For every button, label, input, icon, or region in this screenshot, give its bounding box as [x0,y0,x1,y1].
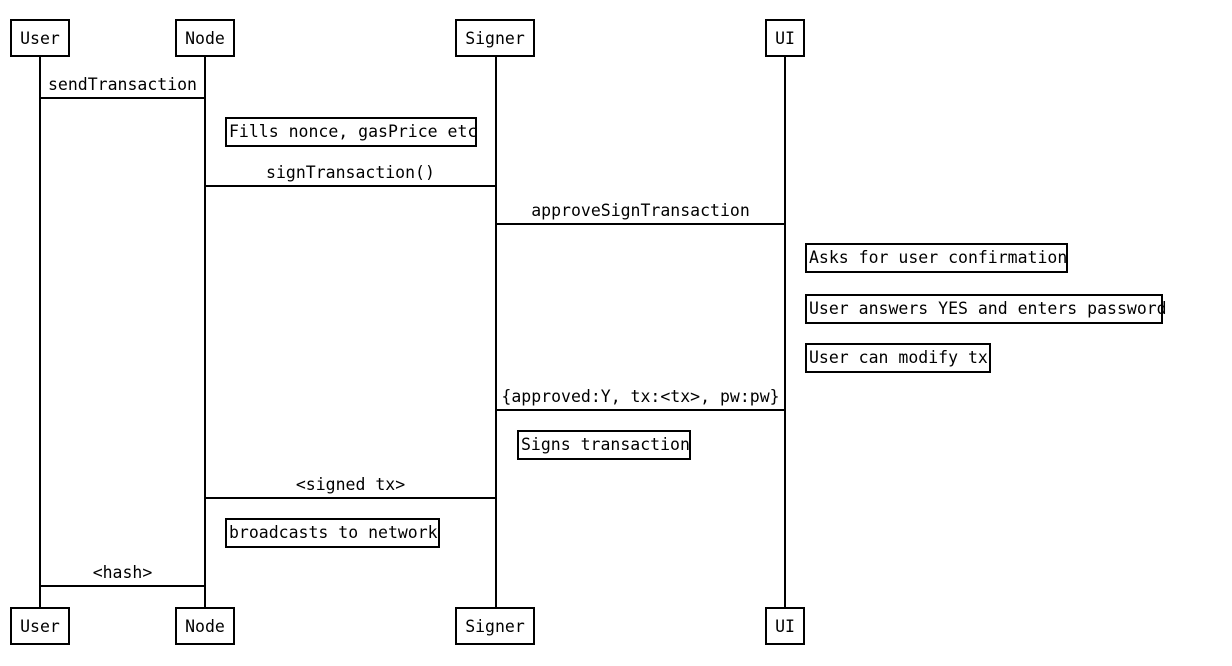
note-signs-transaction: Signs transaction [517,430,691,460]
note-asks-confirmation: Asks for user confirmation [805,243,1068,273]
actor-user-bottom: User [10,607,70,645]
note-fills-nonce: Fills nonce, gasPrice etc [225,117,477,147]
message-line-approved-reply [495,409,786,411]
message-label-signed-tx: <signed tx> [295,475,406,494]
lifeline-signer [495,57,497,607]
note-user-can-modify: User can modify tx [805,343,991,373]
message-line-send-transaction [39,97,206,99]
note-broadcasts-network: broadcasts to network [225,518,440,548]
lifeline-user [39,57,41,607]
actor-ui-bottom: UI [765,607,805,645]
message-line-hash [39,585,206,587]
lifeline-node [204,57,206,607]
message-label-hash: <hash> [92,563,153,582]
message-label-approved-reply: {approved:Y, tx:<tx>, pw:pw} [501,387,780,406]
actor-ui-top: UI [765,19,805,57]
message-line-signed-tx [204,497,497,499]
actor-node-bottom: Node [175,607,235,645]
message-line-sign-transaction [204,185,497,187]
actor-user-top: User [10,19,70,57]
actor-signer-top: Signer [455,19,535,57]
message-label-approve-sign-transaction: approveSignTransaction [531,201,750,220]
note-user-answers-yes: User answers YES and enters password [805,294,1167,324]
message-label-sign-transaction: signTransaction() [266,163,435,182]
actor-signer-bottom: Signer [455,607,535,645]
message-line-approve-sign-transaction [495,223,786,225]
lifeline-ui [784,57,786,607]
message-label-send-transaction: sendTransaction [47,75,197,94]
actor-node-top: Node [175,19,235,57]
